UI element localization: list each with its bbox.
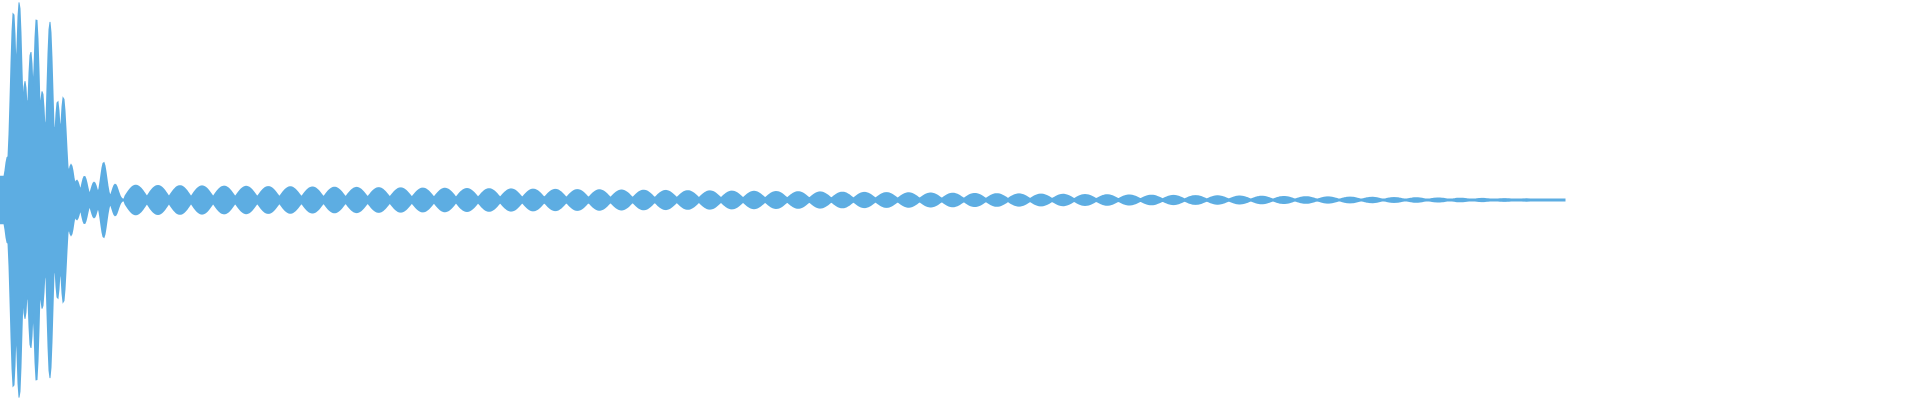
audio-waveform bbox=[0, 2, 1566, 398]
waveform-panel bbox=[0, 2, 1566, 398]
